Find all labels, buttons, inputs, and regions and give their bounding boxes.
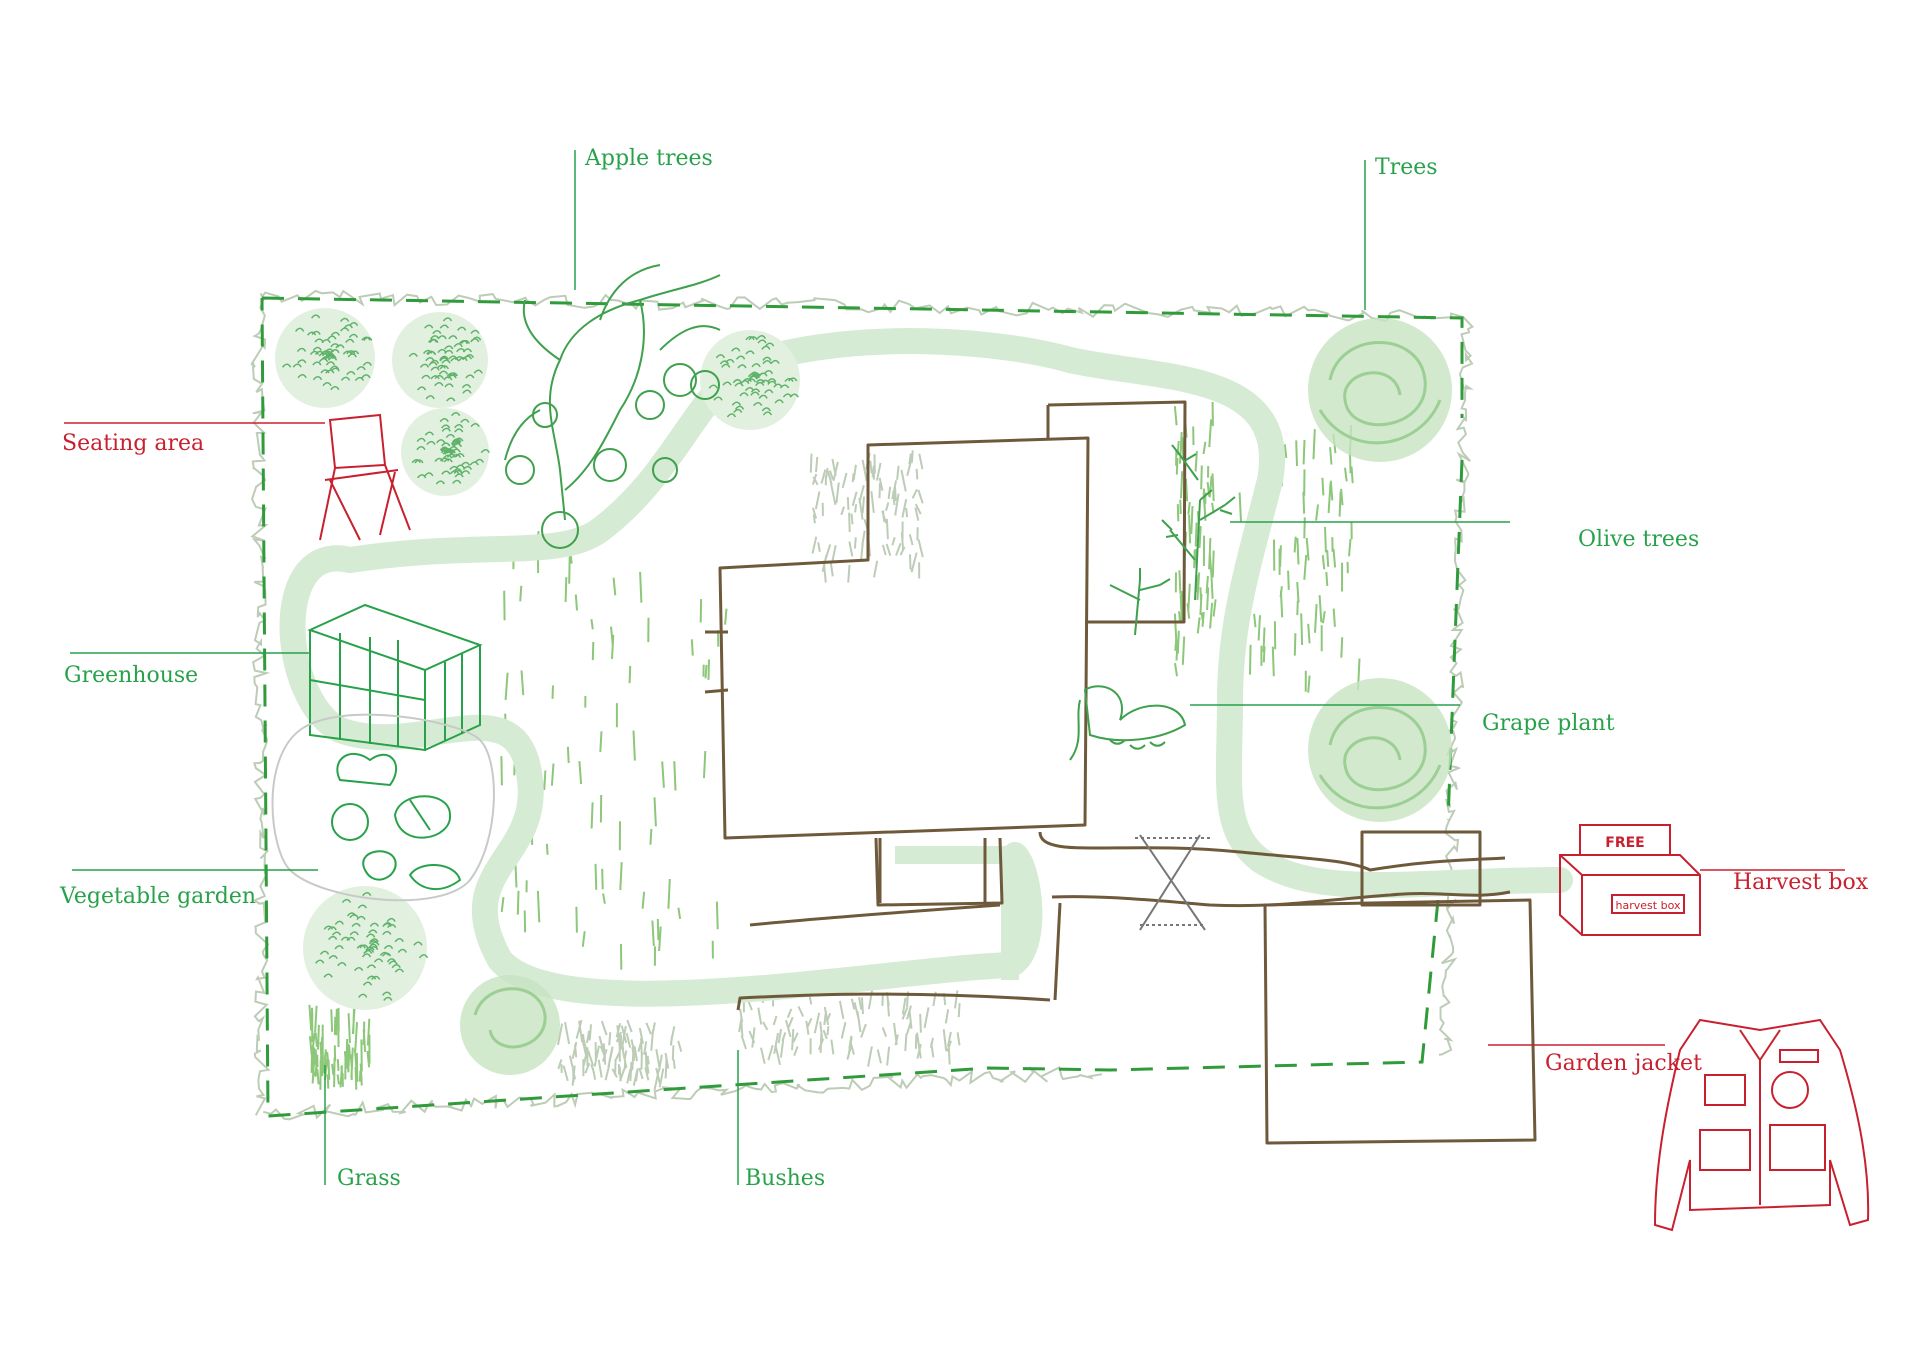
label-garden-jacket: Garden jacket (1545, 1051, 1702, 1076)
bush-icon (275, 308, 375, 408)
harvest-box-tag: harvest box (1616, 899, 1681, 912)
bush-icon (303, 886, 429, 1010)
hedge-scribble (261, 289, 1464, 323)
hedge-scribble (262, 1065, 1103, 1121)
label-greenhouse: Greenhouse (64, 663, 198, 688)
grass-stroke (308, 1004, 371, 1090)
olive-tree-icon (1109, 444, 1236, 636)
label-harvest-box: Harvest box (1733, 870, 1869, 895)
greenhouse-icon (307, 603, 483, 752)
leader-lines-green (70, 150, 1510, 1185)
label-olive-trees: Olive trees (1578, 527, 1699, 552)
apple-tree-icon (504, 264, 721, 549)
label-seating-area: Seating area (62, 431, 204, 456)
bush-icon (392, 312, 488, 408)
label-bushes: Bushes (745, 1166, 825, 1191)
label-trees: Trees (1375, 155, 1438, 180)
bush-icon (700, 330, 800, 430)
grape-plant-icon (1069, 685, 1187, 761)
folding-chair-icon (319, 413, 411, 541)
grass-stroke (1173, 401, 1217, 677)
tree-icon (1308, 678, 1452, 822)
vegetables-icon (271, 713, 495, 902)
leader-lines-red (64, 422, 1845, 1046)
label-apple-trees: Apple trees (584, 146, 713, 171)
harvest-box-sign: FREE (1605, 835, 1644, 851)
tree-icon (460, 975, 560, 1075)
label-vegetable-garden: Vegetable garden (59, 884, 256, 909)
garden-path (279, 545, 1043, 1007)
gate-crossing (1135, 834, 1210, 931)
tree-icon (1308, 318, 1452, 462)
bushes-group (275, 308, 800, 1010)
house-outline (704, 400, 1537, 1145)
hedge-scribble (1438, 315, 1475, 1056)
harvest-box-icon (1559, 824, 1701, 936)
bush-icon (401, 408, 490, 496)
garden-jacket-icon (1653, 1018, 1870, 1232)
garden-path-house (895, 846, 1019, 980)
hedge-mass (557, 1019, 683, 1091)
label-grape-plant: Grape plant (1482, 711, 1615, 736)
label-grass: Grass (337, 1166, 401, 1191)
hedge-mass (738, 989, 961, 1067)
